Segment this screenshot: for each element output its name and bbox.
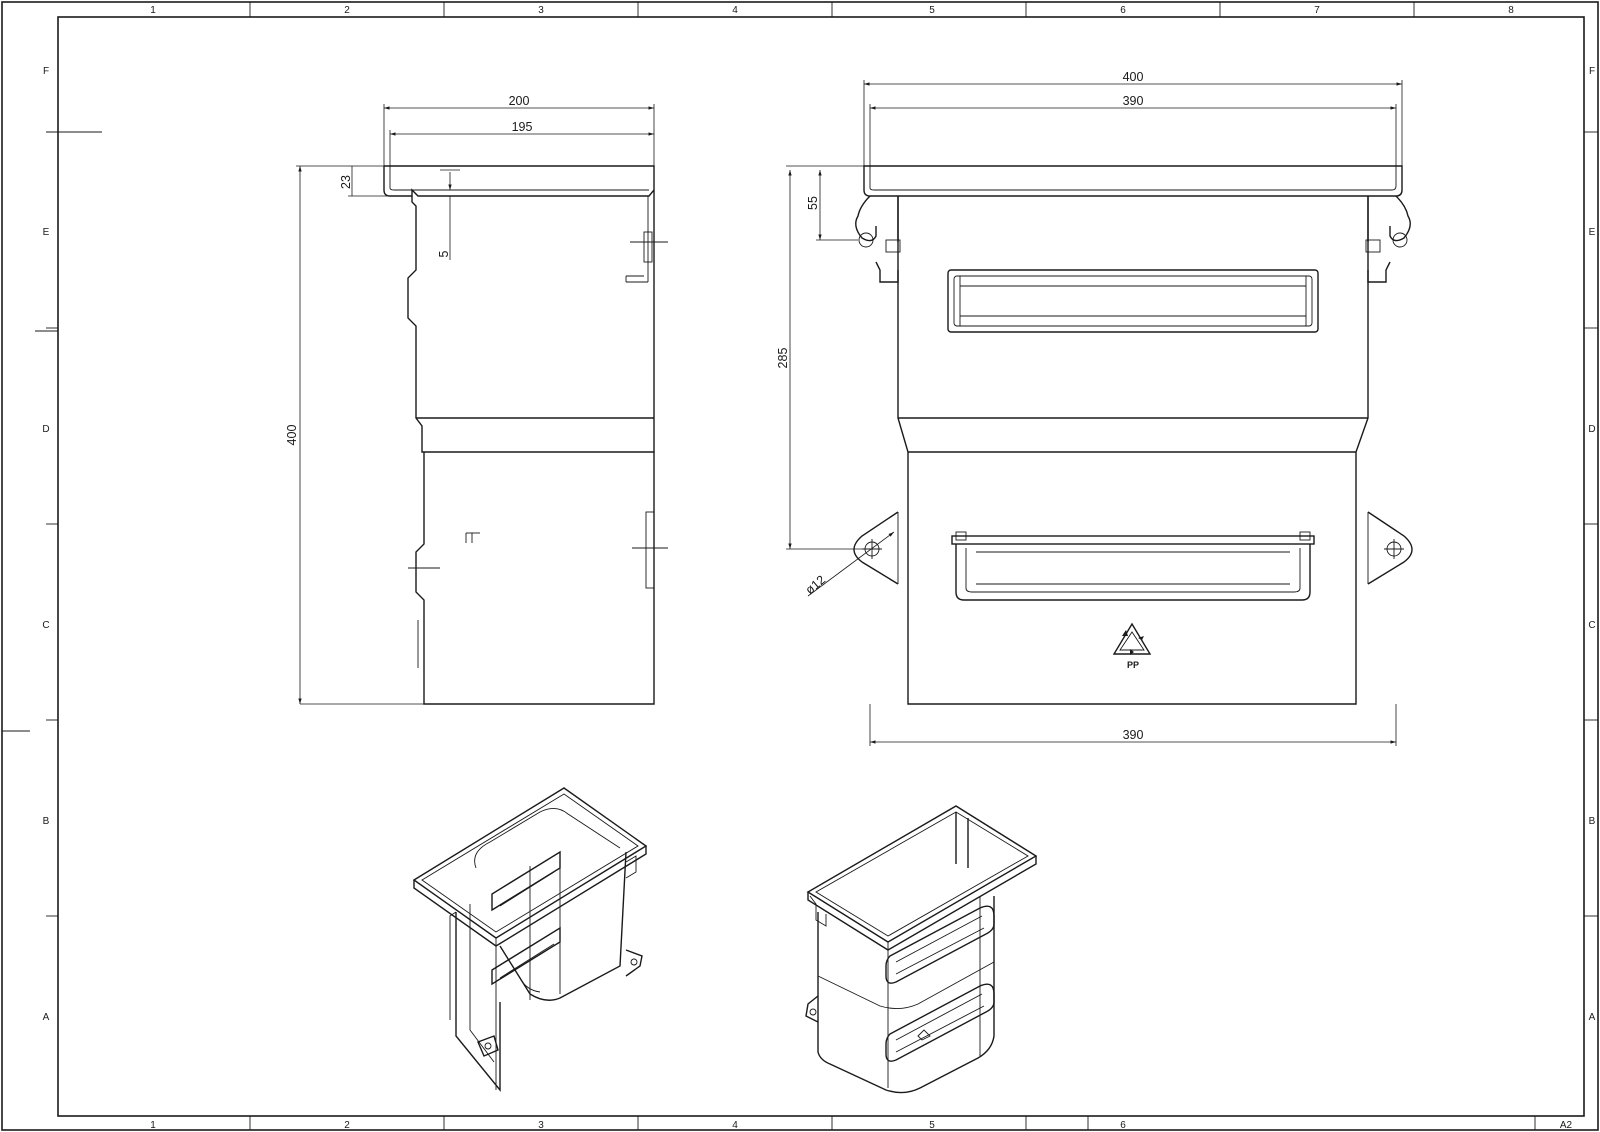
- zone-label: 2: [344, 5, 350, 16]
- front-view: PP: [853, 165, 1413, 705]
- material-code-label: PP: [1127, 660, 1139, 670]
- dim-label-400: 400: [285, 425, 299, 446]
- dim-label-23: 23: [339, 175, 353, 189]
- zone-label: 6: [1120, 5, 1126, 16]
- zone-label: C: [42, 620, 49, 631]
- dim-label-55: 55: [806, 196, 820, 210]
- zone-label: 1: [150, 1120, 156, 1131]
- dim-label-5: 5: [437, 250, 451, 257]
- zone-label: D: [1588, 424, 1595, 435]
- dim-label-390-bottom: 390: [1123, 728, 1144, 742]
- dim-label-400: 400: [1123, 70, 1144, 84]
- dim-label-195: 195: [512, 120, 533, 134]
- sheet-size-label: A2: [1560, 1120, 1573, 1131]
- zone-label: 5: [929, 1120, 935, 1131]
- zone-label: E: [43, 227, 50, 238]
- zone-label: 4: [732, 1120, 738, 1131]
- zone-label: 5: [929, 5, 935, 16]
- dim-label-dia12: ø12: [803, 573, 829, 598]
- zone-label: 7: [1314, 5, 1320, 16]
- dim-label-200: 200: [509, 94, 530, 108]
- dim-label-285: 285: [776, 348, 790, 369]
- zone-label: B: [1589, 816, 1596, 827]
- zone-label: B: [43, 816, 50, 827]
- dim-label-390-top: 390: [1123, 94, 1144, 108]
- zone-labels-top: 1 2 3 4 5 6 7 8: [150, 5, 1514, 16]
- zone-label: 3: [538, 1120, 544, 1131]
- zone-label: A: [1589, 1012, 1596, 1023]
- zone-label: C: [1588, 620, 1595, 631]
- zone-label: F: [1589, 66, 1595, 77]
- zone-label: D: [42, 424, 49, 435]
- zone-labels-bottom: 1 2 3 4 5 6 A2: [150, 1120, 1572, 1131]
- zone-label: 1: [150, 5, 156, 16]
- isometric-view-front: [805, 805, 1038, 1094]
- side-view-dimensions: 200 195 23 5 400: [285, 94, 655, 705]
- zone-label: 2: [344, 1120, 350, 1131]
- zone-label: A: [43, 1012, 50, 1023]
- zone-labels-right: F E D C B A: [1588, 66, 1595, 1023]
- isometric-view-rear: [412, 787, 648, 1092]
- zone-label: 6: [1120, 1120, 1126, 1131]
- zone-label: E: [1589, 227, 1596, 238]
- zone-label: 4: [732, 5, 738, 16]
- zone-label: 8: [1508, 5, 1514, 16]
- recycle-triangle-icon: [1112, 622, 1152, 655]
- zone-labels-left: F E D C B A: [42, 66, 49, 1023]
- side-view: [383, 165, 668, 705]
- zone-label: 3: [538, 5, 544, 16]
- zone-label: F: [43, 66, 49, 77]
